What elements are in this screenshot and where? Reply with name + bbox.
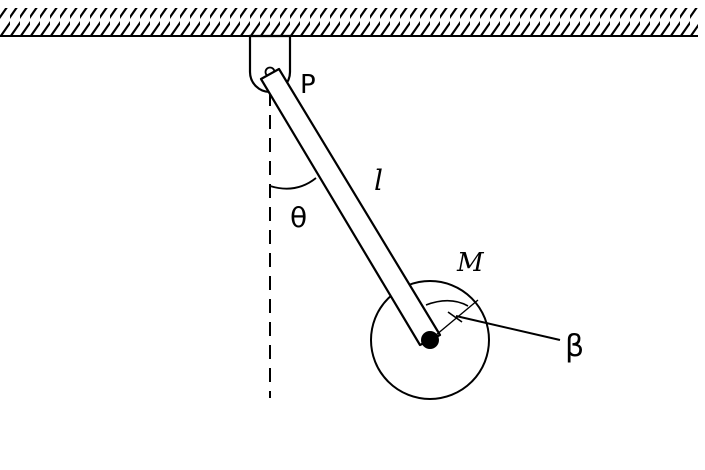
ceiling-hatching [0, 8, 698, 36]
beta-leader-line [455, 315, 561, 341]
beta-angle-marker [425, 299, 479, 341]
beta-label: β [565, 329, 584, 364]
rod [259, 67, 442, 347]
theta-label: θ [290, 201, 307, 234]
pivot-label: P [300, 70, 316, 100]
length-label: l [374, 164, 383, 197]
theta-angle-arc [269, 177, 317, 190]
mass-label: M [456, 248, 485, 278]
ceiling [0, 8, 698, 37]
